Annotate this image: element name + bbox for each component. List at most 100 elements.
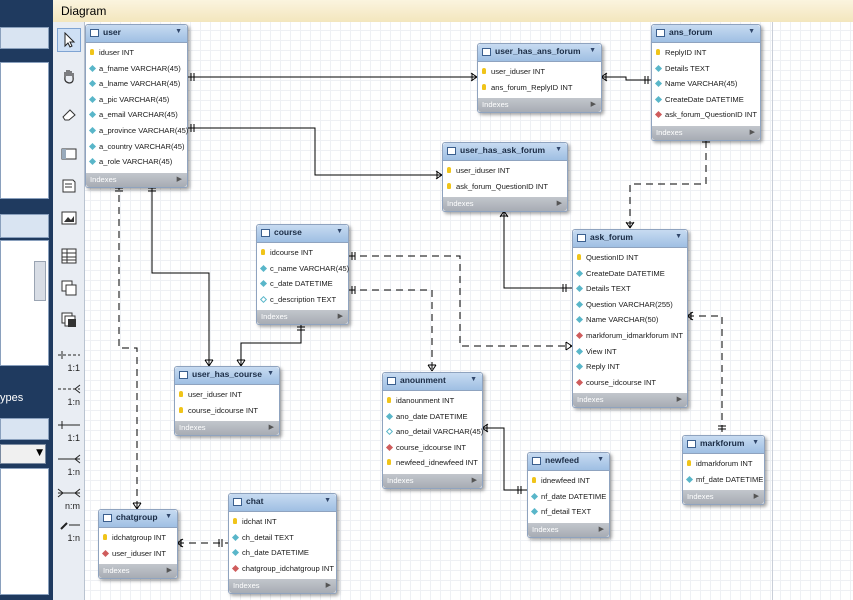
- table-header[interactable]: chatgroup▼: [99, 510, 177, 528]
- collapse-arrow-icon[interactable]: ▼: [597, 456, 604, 463]
- left-panel-dropdown[interactable]: ▼: [0, 444, 46, 464]
- table-column[interactable]: idmarkforum INT: [683, 457, 764, 473]
- indexes-footer[interactable]: Indexes▶: [528, 522, 609, 537]
- table-column[interactable]: chatgroup_idchatgroup INT: [229, 562, 336, 578]
- indexes-footer[interactable]: Indexes▶: [443, 197, 567, 212]
- indexes-footer[interactable]: Indexes▶: [175, 421, 279, 436]
- table-column[interactable]: Reply INT: [573, 360, 687, 376]
- table-column[interactable]: c_description TEXT: [257, 293, 348, 309]
- table-column[interactable]: idnewfeed INT: [528, 474, 609, 490]
- table-column[interactable]: course_idcourse INT: [573, 376, 687, 392]
- table-column[interactable]: Question VARCHAR(255): [573, 298, 687, 314]
- collapse-arrow-icon[interactable]: ▼: [748, 28, 755, 35]
- eraser-tool-icon[interactable]: [57, 102, 81, 126]
- table-column[interactable]: idcourse INT: [257, 246, 348, 262]
- table-newfeed[interactable]: newfeed▼ idnewfeed INT nf_date DATETIME …: [527, 452, 610, 538]
- table-header[interactable]: user_has_course▼: [175, 367, 279, 385]
- table-column[interactable]: ask_forum_QuestionID INT: [652, 108, 760, 124]
- table-column[interactable]: nf_date DATETIME: [528, 490, 609, 506]
- left-panel-upper-box[interactable]: [0, 62, 49, 199]
- indexes-footer[interactable]: Indexes▶: [86, 172, 187, 187]
- table-column[interactable]: View INT: [573, 345, 687, 361]
- table-course[interactable]: course▼ idcourse INT c_name VARCHAR(45) …: [256, 224, 349, 326]
- table-header[interactable]: anounment▼: [383, 373, 482, 391]
- indexes-footer[interactable]: Indexes▶: [99, 564, 177, 579]
- table-header[interactable]: user_has_ans_forum▼: [478, 44, 601, 62]
- image-tool-icon[interactable]: [57, 206, 81, 230]
- table-column[interactable]: QuestionID INT: [573, 251, 687, 267]
- routine-tool-icon[interactable]: [57, 308, 81, 332]
- table-column[interactable]: a_province VARCHAR(45): [86, 124, 188, 140]
- table-column[interactable]: user_iduser INT: [99, 547, 177, 563]
- table-tool-icon[interactable]: [57, 244, 81, 268]
- expand-arrow-icon[interactable]: ▶: [166, 567, 172, 575]
- table-ans-forum[interactable]: ans_forum▼ ReplyID INT Details TEXT Name…: [651, 24, 761, 141]
- relationship-n-m-tool[interactable]: n:m: [55, 486, 83, 512]
- layer-tool-icon[interactable]: [57, 142, 81, 166]
- table-column[interactable]: user_iduser INT: [443, 164, 567, 180]
- table-header[interactable]: course▼: [257, 225, 348, 243]
- table-column[interactable]: ano_detail VARCHAR(45): [383, 425, 483, 441]
- table-header[interactable]: markforum▼: [683, 436, 764, 454]
- table-column[interactable]: ans_forum_ReplyID INT: [478, 81, 601, 97]
- collapse-arrow-icon[interactable]: ▼: [470, 376, 477, 383]
- expand-arrow-icon[interactable]: ▶: [676, 396, 682, 404]
- table-column[interactable]: Details TEXT: [573, 282, 687, 298]
- table-column[interactable]: nf_detail TEXT: [528, 505, 609, 521]
- table-column[interactable]: a_lname VARCHAR(45): [86, 77, 187, 93]
- table-column[interactable]: a_pic VARCHAR(45): [86, 93, 187, 109]
- table-column[interactable]: course_idcourse INT: [383, 441, 482, 457]
- expand-arrow-icon[interactable]: ▶: [590, 101, 596, 109]
- table-header[interactable]: ask_forum▼: [573, 230, 687, 248]
- table-user-has-course[interactable]: user_has_course▼ user_iduser INT course_…: [174, 366, 280, 437]
- collapse-arrow-icon[interactable]: ▼: [175, 28, 182, 35]
- collapse-arrow-icon[interactable]: ▼: [165, 513, 172, 520]
- collapse-arrow-icon[interactable]: ▼: [675, 233, 682, 240]
- table-column[interactable]: iduser INT: [86, 46, 187, 62]
- collapse-arrow-icon[interactable]: ▼: [336, 228, 343, 235]
- table-header[interactable]: chat▼: [229, 494, 336, 512]
- pointer-tool-icon[interactable]: [57, 28, 81, 52]
- table-column[interactable]: ask_forum_QuestionID INT: [443, 180, 567, 196]
- table-column[interactable]: a_email VARCHAR(45): [86, 108, 187, 124]
- indexes-footer[interactable]: Indexes▶: [257, 310, 348, 325]
- table-column[interactable]: CreateDate DATETIME: [652, 93, 760, 109]
- table-column[interactable]: idanounment INT: [383, 394, 482, 410]
- table-column[interactable]: ReplyID INT: [652, 46, 760, 62]
- table-column[interactable]: CreateDate DATETIME: [573, 267, 687, 283]
- table-column[interactable]: user_iduser INT: [478, 65, 601, 81]
- table-column[interactable]: c_name VARCHAR(45): [257, 262, 349, 278]
- table-column[interactable]: idchatgroup INT: [99, 531, 177, 547]
- left-panel-list-box[interactable]: [0, 240, 49, 366]
- table-column[interactable]: a_fname VARCHAR(45): [86, 62, 187, 78]
- table-user[interactable]: user▼ iduser INT a_fname VARCHAR(45) a_l…: [85, 24, 188, 188]
- table-column[interactable]: Name VARCHAR(45): [652, 77, 760, 93]
- table-column[interactable]: a_country VARCHAR(45): [86, 140, 187, 156]
- expand-arrow-icon[interactable]: ▶: [753, 493, 759, 501]
- collapse-arrow-icon[interactable]: ▼: [324, 497, 331, 504]
- table-column[interactable]: mf_date DATETIME: [683, 473, 764, 489]
- table-column[interactable]: course_idcourse INT: [175, 404, 279, 420]
- table-user-has-ask-forum[interactable]: user_has_ask_forum▼ user_iduser INT ask_…: [442, 142, 568, 213]
- table-column[interactable]: markforum_idmarkforum INT: [573, 329, 687, 345]
- left-panel-scrollbar[interactable]: [34, 261, 46, 301]
- indexes-footer[interactable]: Indexes▶: [573, 393, 687, 408]
- hand-tool-icon[interactable]: [57, 64, 81, 88]
- relationship-1-1-identifying-tool[interactable]: 1:1: [55, 418, 83, 444]
- table-column[interactable]: c_date DATETIME: [257, 277, 348, 293]
- expand-arrow-icon[interactable]: ▶: [325, 582, 331, 590]
- table-header[interactable]: ans_forum▼: [652, 25, 760, 43]
- table-column[interactable]: Details TEXT: [652, 62, 760, 78]
- table-chat[interactable]: chat▼ idchat INT ch_detail TEXT ch_date …: [228, 493, 337, 595]
- expand-arrow-icon[interactable]: ▶: [556, 200, 562, 208]
- table-header[interactable]: user▼: [86, 25, 187, 43]
- table-anounment[interactable]: anounment▼ idanounment INT ano_date DATE…: [382, 372, 483, 489]
- table-header[interactable]: user_has_ask_forum▼: [443, 143, 567, 161]
- indexes-footer[interactable]: Indexes▶: [383, 473, 482, 488]
- table-column[interactable]: user_iduser INT: [175, 388, 279, 404]
- relationship-1-1-nonidentifying-tool[interactable]: 1:1: [55, 348, 83, 374]
- table-markforum[interactable]: markforum▼ idmarkforum INT mf_date DATET…: [682, 435, 765, 506]
- table-chatgroup[interactable]: chatgroup▼ idchatgroup INT user_iduser I…: [98, 509, 178, 580]
- indexes-footer[interactable]: Indexes▶: [478, 98, 601, 113]
- expand-arrow-icon[interactable]: ▶: [337, 313, 343, 321]
